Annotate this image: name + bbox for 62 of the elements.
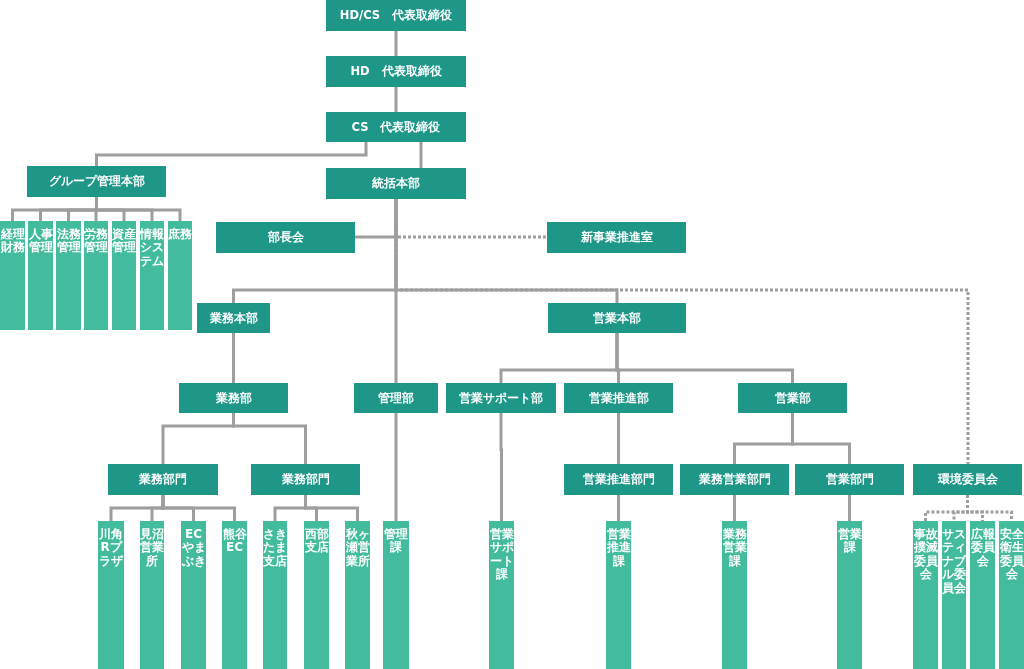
connector-line [304,495,359,521]
connector-line [615,333,794,383]
department-box: 業務部 [179,383,288,413]
section-bar: 営業推進課 [606,521,631,669]
section-bar: 事故撲滅委員会 [913,521,938,669]
section-bar: さきたま支店 [263,521,287,669]
connector-line [95,197,182,221]
connector-line [95,142,368,166]
department-box: 環境委員会 [913,464,1022,495]
section-bar: 広報委員会 [970,521,995,669]
section-bar: 業務営業課 [722,521,747,669]
section-bar: 経理財務 [0,221,25,330]
connector-line [617,495,620,521]
connector-line [419,142,423,168]
connector-line [499,413,503,521]
connector-line [394,87,398,112]
department-box: HD/CS 代表取締役 [326,0,466,31]
department-box: 業務部門 [251,464,360,495]
department-box: 統括本部 [326,168,466,199]
section-bar: 熊谷EC [222,521,247,669]
connector-line [617,413,620,464]
department-box: 営業推進部門 [564,464,673,495]
connector-line [848,495,851,521]
department-box: 営業本部 [548,303,686,333]
section-bar: ECやまぶき [181,521,206,669]
department-box: 新事業推進室 [547,222,686,253]
department-box: HD 代表取締役 [326,56,466,87]
section-bar: 西部支店 [304,521,329,669]
section-bar: 営業課 [837,521,862,669]
department-box: 営業サポート部 [446,383,556,413]
connector-line [733,495,736,521]
section-bar: 情報システム [140,221,164,330]
connector-line [161,495,236,521]
section-bar: 庶務 [168,221,192,330]
section-bar: 管理課 [383,521,409,669]
department-box: グループ管理本部 [27,166,166,197]
section-bar: サスティナブル委員会 [942,521,966,669]
section-bar: 安全衛生委員会 [999,521,1024,669]
section-bar: 労務管理 [84,221,108,330]
connector-line [232,413,307,464]
department-box: 業務営業部門 [680,464,789,495]
section-bar: 見沼営業所 [140,521,164,669]
section-bar: 営業サポート課 [489,521,514,669]
connector-line [966,495,1013,521]
section-bar: 資産管理 [112,221,136,330]
department-box: CS 代表取締役 [326,112,466,142]
section-bar: 秋ヶ瀬営業所 [345,521,370,669]
department-box: 業務部門 [108,464,218,495]
section-bar: 人事管理 [28,221,53,330]
department-box: 部長会 [216,222,355,253]
section-bar: 法務管理 [56,221,81,330]
connector-line [394,31,398,56]
section-bar: 川角Rプラザ [98,521,124,669]
connector-line [232,333,235,383]
connector-line [394,413,398,521]
department-box: 管理部 [354,383,438,413]
department-box: 営業部 [738,383,847,413]
department-box: 営業推進部 [564,383,673,413]
department-box: 業務本部 [197,303,270,333]
connector-line [791,413,851,464]
department-box: 営業部門 [795,464,904,495]
connector-line [394,199,398,383]
